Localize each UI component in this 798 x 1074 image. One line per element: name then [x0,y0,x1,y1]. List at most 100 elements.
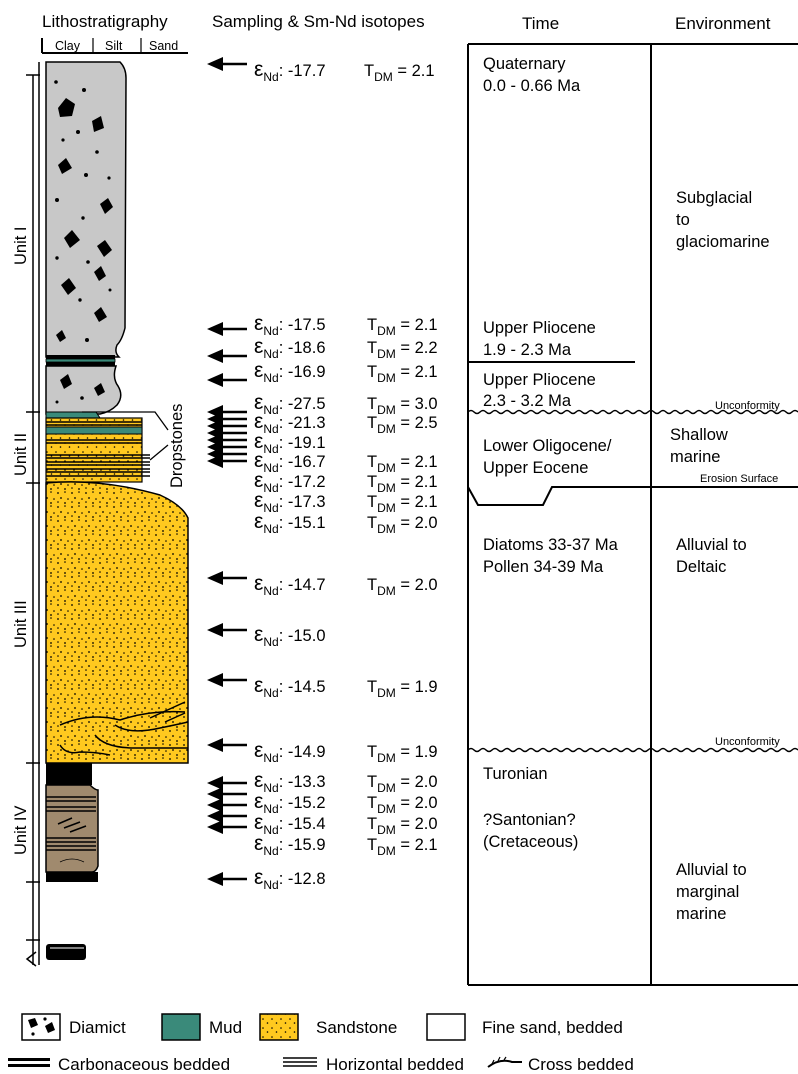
tdm-symbol: T [367,514,377,532]
sample-list: εNd: -17.7TDM = 2.1εNd: -17.5TDM = 2.1εN… [207,57,438,892]
time-upper-pliocene-1-age: 1.9 - 2.3 Ma [483,341,572,359]
tdm-value: TDM = 2.0 [367,773,438,795]
tdm-subscript: DM [377,584,396,598]
sample-row: εNd: -17.2TDM = 2.1 [254,469,438,495]
tdm-value: TDM = 2.5 [367,414,438,436]
tdm-symbol: T [367,743,377,761]
sample-arrow [207,872,247,886]
epsilon-value: : -12.8 [279,870,326,888]
time-pollen: Pollen 34-39 Ma [483,558,604,576]
tdm-number: = 2.1 [396,473,438,491]
legend-sandstone-swatch [260,1014,298,1040]
tdm-value: TDM = 2.1 [367,473,438,495]
time-diatoms: Diatoms 33-37 Ma [483,536,619,554]
tdm-value: TDM = 2.1 [367,316,438,338]
sample-row: εNd: -21.3TDM = 2.5 [254,410,438,436]
tdm-subscript: DM [374,70,393,84]
env-marginal-marine: marine [676,905,726,923]
epsilon-value: : -17.7 [279,62,326,80]
sample-row: εNd: -14.9 TDM = 1.9 [254,739,438,765]
legend: Diamict Mud Sandstone Fine sand, bedded … [8,1014,634,1074]
sample-row: εNd: -16.7TDM = 2.1 [254,449,438,475]
time-header: Time [522,14,559,33]
epsilon-subscript: Nd [263,371,278,385]
tdm-value: TDM = 1.9 [367,678,438,700]
tdm-symbol: T [367,473,377,491]
epsilon-symbol: ε [254,811,263,834]
tdm-value: TDM = 2.2 [367,339,438,361]
sample-arrow [207,738,247,752]
unit-i-lower-diamict [46,366,121,414]
epsilon-subscript: Nd [263,781,278,795]
epsilon-value: : -21.3 [279,414,326,432]
legend-fine-sand-label: Fine sand, bedded [482,1018,623,1037]
tdm-subscript: DM [377,324,396,338]
tdm-number: = 2.1 [396,363,438,381]
epsilon-symbol: ε [254,866,263,889]
epsilon-symbol: ε [254,359,263,382]
legend-carbonaceous-symbol [8,1058,50,1067]
unit-iv-label: Unit IV [12,805,30,855]
epsilon-value: : -14.9 [279,743,326,761]
epsilon-subscript: Nd [263,584,278,598]
legend-mud-label: Mud [209,1018,242,1037]
env-marine: marine [670,448,720,466]
sample-arrow [207,787,247,801]
env-marginal: marginal [676,883,739,901]
sample-arrow [207,798,247,812]
tdm-symbol: T [367,794,377,812]
epsilon-symbol: ε [254,674,263,697]
tdm-value: TDM = 1.9 [367,743,438,765]
epsilon-subscript: Nd [263,878,278,892]
epsilon-nd-value: εNd: -17.7 [254,58,326,84]
epsilon-value: : -15.2 [279,794,326,812]
tdm-symbol: T [367,678,377,696]
sample-row: εNd: -12.8 [254,866,326,892]
legend-sandstone-label: Sandstone [316,1018,397,1037]
env-deltaic: Deltaic [676,558,726,576]
epsilon-symbol: ε [254,832,263,855]
tdm-symbol: T [367,316,377,334]
sample-arrow [207,349,247,363]
time-quaternary: Quaternary [483,55,566,73]
epsilon-nd-value: εNd: -16.9 [254,359,326,385]
sample-row: εNd: -17.3TDM = 2.1 [254,489,438,515]
tdm-value: TDM = 2.1 [364,62,435,84]
tdm-symbol: T [367,836,377,854]
env-shallow: Shallow [670,426,728,444]
epsilon-nd-value: εNd: -14.9 [254,739,326,765]
tdm-symbol: T [367,493,377,511]
epsilon-subscript: Nd [263,802,278,816]
tdm-symbol: T [367,453,377,471]
epsilon-symbol: ε [254,769,263,792]
unit-i-carbonaceous-bed [46,355,115,359]
epsilon-value: : -14.5 [279,678,326,696]
epsilon-value: : -15.4 [279,815,326,833]
epsilon-symbol: ε [254,58,263,81]
tdm-number: = 2.0 [396,514,438,532]
tdm-number: = 2.0 [396,576,438,594]
tdm-number: = 2.1 [396,836,438,854]
tdm-number: = 3.0 [396,395,438,413]
erosion-surface-line [468,487,798,505]
tdm-number: = 2.1 [396,493,438,511]
epsilon-nd-value: εNd: -17.5 [254,312,326,338]
tdm-subscript: DM [377,422,396,436]
unit-i-label: Unit I [12,226,30,265]
epsilon-value: : -15.0 [279,627,326,645]
legend-horizontal-label: Horizontal bedded [326,1055,464,1074]
time-lower-oligocene: Lower Oligocene/ [483,437,612,455]
time-santonian: ?Santonian? [483,811,576,829]
tdm-symbol: T [367,815,377,833]
tdm-symbol: T [367,414,377,432]
tdm-value: TDM = 2.1 [367,363,438,385]
basal-carbonaceous-bed [46,944,86,960]
epsilon-subscript: Nd [263,635,278,649]
tdm-number: = 2.0 [396,815,438,833]
tdm-value: TDM = 2.1 [367,836,438,858]
unit-i-mud-bed [46,359,115,362]
epsilon-subscript: Nd [263,844,278,858]
unit-iv-carbonaceous-base [46,872,98,882]
